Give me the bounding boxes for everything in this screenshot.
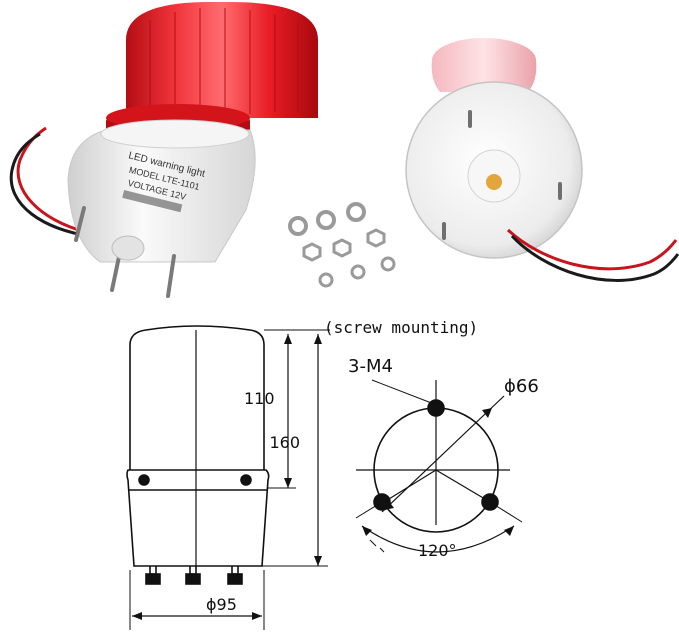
warning-light-photo-rear <box>405 38 679 282</box>
warning-light-photo-front: LED warning light MODEL LTE-1101 VOLTAGE… <box>9 2 318 298</box>
bottom-view-drawing <box>355 379 523 553</box>
rear-screws <box>442 110 562 240</box>
side-view-drawing <box>126 325 330 630</box>
buzzer-hole <box>486 174 502 190</box>
dim-diameter: ϕ95 <box>206 595 237 614</box>
washers-and-nuts <box>288 202 396 288</box>
red-lens-dome <box>126 2 318 118</box>
rear-black-wire <box>510 234 679 282</box>
bolt-circle-diameter: ϕ66 <box>504 376 539 397</box>
rear-red-wire <box>506 228 678 271</box>
black-wire <box>9 132 91 238</box>
dim-total-height: 160 <box>269 433 300 452</box>
barcode <box>122 190 183 213</box>
angle-arc-120 <box>361 525 515 553</box>
angle-label: 120° <box>418 541 457 560</box>
dim-cap-height: 110 <box>244 389 275 408</box>
screw-spec: 3-M4 <box>348 356 393 377</box>
mount-hole-top <box>427 399 445 417</box>
side-view-screws <box>145 566 243 585</box>
side-view-dome <box>129 325 265 470</box>
mount-note: (screw mounting) <box>324 318 478 337</box>
